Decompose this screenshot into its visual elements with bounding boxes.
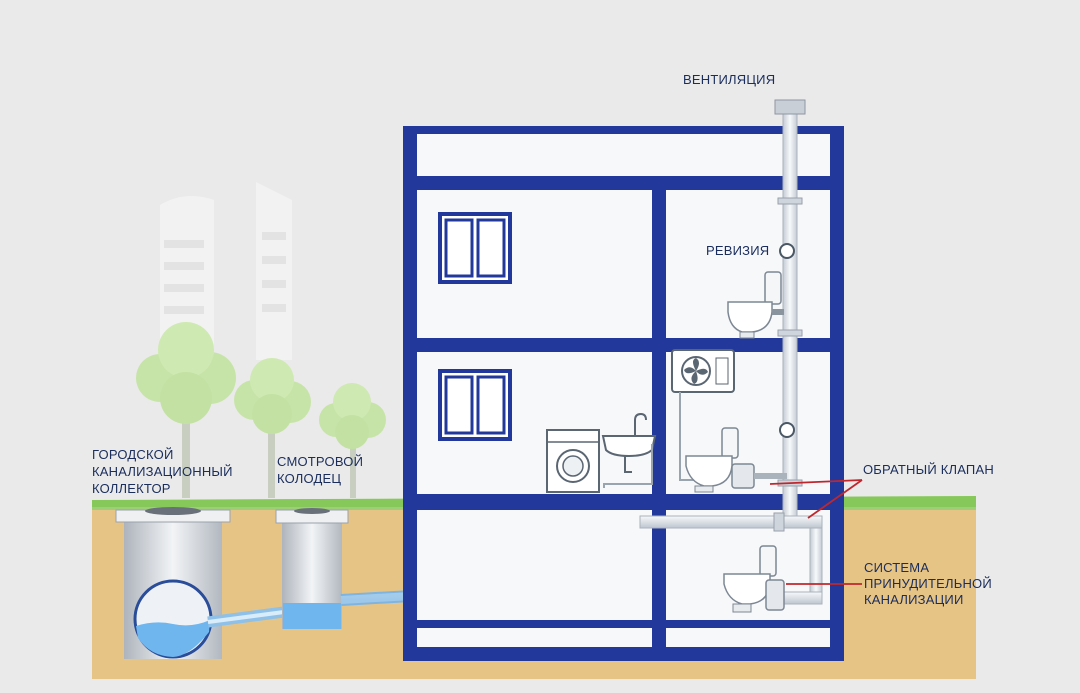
- inspection-well: [275, 508, 349, 629]
- trees: [136, 322, 386, 498]
- tree: [136, 322, 236, 498]
- svg-text:ГОРОДСКОЙ: ГОРОДСКОЙ: [92, 447, 174, 462]
- svg-text:КАНАЛИЗАЦИИ: КАНАЛИЗАЦИИ: [864, 592, 964, 607]
- svg-text:КОЛЛЕКТОР: КОЛЛЕКТОР: [92, 481, 171, 496]
- label-ventilation: ВЕНТИЛЯЦИЯ: [683, 72, 775, 87]
- toilet-icon: [723, 545, 785, 613]
- air-conditioner-icon: [671, 349, 735, 393]
- label-revision: РЕВИЗИЯ: [706, 243, 769, 258]
- svg-text:ПРИНУДИТЕЛЬНОЙ: ПРИНУДИТЕЛЬНОЙ: [864, 576, 992, 591]
- revision-hatch-icon: [779, 422, 795, 438]
- svg-text:КАНАЛИЗАЦИОННЫЙ: КАНАЛИЗАЦИОННЫЙ: [92, 464, 233, 479]
- basement-main-pipe: [639, 512, 823, 605]
- city-sewer-collector: [115, 507, 231, 659]
- revision-hatch-icon: [779, 243, 795, 259]
- svg-text:СМОТРОВОЙ: СМОТРОВОЙ: [277, 454, 363, 469]
- pointer-lines: [769, 479, 863, 585]
- sink-icon: [601, 412, 657, 488]
- label-city-collector: ГОРОДСКОЙ КАНАЛИЗАЦИОННЫЙ КОЛЛЕКТОР: [92, 447, 233, 496]
- house-frame: [403, 126, 844, 661]
- label-forced-system: СИСТЕМА ПРИНУДИТЕЛЬНОЙ КАНАЛИЗАЦИИ: [864, 560, 992, 607]
- tree: [319, 383, 386, 498]
- label-check-valve: ОБРАТНЫЙ КЛАПАН: [863, 462, 994, 477]
- washing-machine-icon: [546, 429, 600, 493]
- background-buildings: [160, 182, 292, 360]
- label-inspection-well: СМОТРОВОЙ КОЛОДЕЦ: [277, 454, 363, 486]
- window: [438, 369, 512, 441]
- svg-text:КОЛОДЕЦ: КОЛОДЕЦ: [277, 471, 341, 486]
- toilet-icon: [727, 271, 784, 339]
- toilet-icon: [685, 427, 755, 493]
- svg-text:СИСТЕМА: СИСТЕМА: [864, 560, 929, 575]
- window: [438, 212, 512, 284]
- tree: [234, 358, 311, 498]
